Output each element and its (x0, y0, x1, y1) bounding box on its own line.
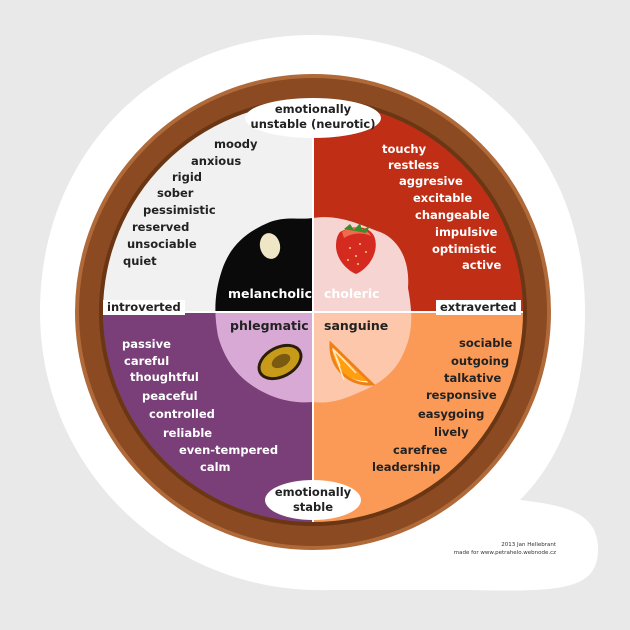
credit-line2: made for www.petrahelo.webnode.cz (453, 550, 556, 556)
pole-top-label: emotionally unstable (neurotic) (243, 102, 383, 132)
label-melancholic: melancholic (228, 286, 312, 301)
wheel-rim-highlight (75, 74, 551, 550)
trait-melancholic: unsociable (127, 237, 197, 251)
pole-bottom-bubble (265, 480, 361, 520)
trait-sanguine: leadership (372, 460, 441, 474)
pole-top-line1: emotionally (274, 102, 352, 116)
trait-phlegmatic: calm (200, 460, 231, 474)
trait-phlegmatic: thoughtful (130, 370, 199, 384)
trait-sanguine: sociable (459, 336, 513, 350)
trait-sanguine: outgoing (451, 354, 510, 368)
trait-choleric: touchy (382, 142, 427, 156)
credit: 2013 Jan Hellebrant made for www.petrahe… (420, 541, 556, 557)
trait-melancholic: anxious (191, 154, 242, 168)
trait-sanguine: responsive (426, 388, 497, 402)
trait-sanguine: carefree (393, 443, 448, 457)
pole-top-line2: unstable (neurotic) (250, 117, 376, 131)
olive-slice-icon (257, 343, 303, 381)
label-choleric: choleric (324, 286, 380, 301)
black-bile-drop-icon (259, 233, 281, 259)
trait-phlegmatic: controlled (149, 407, 215, 421)
label-sanguine: sanguine (324, 318, 389, 333)
trait-choleric: impulsive (435, 225, 498, 239)
strawberry-icon (336, 223, 376, 274)
trait-choleric: changeable (415, 208, 490, 222)
pole-top-bubble (245, 98, 381, 138)
trait-choleric: active (462, 258, 502, 272)
trait-melancholic: moody (214, 137, 258, 151)
orange-slice-icon (329, 340, 376, 386)
trait-melancholic: quiet (123, 254, 157, 268)
pole-bottom-line2: stable (292, 500, 334, 514)
trait-phlegmatic: peaceful (142, 389, 198, 403)
trait-sanguine: lively (434, 425, 469, 439)
trait-choleric: excitable (413, 191, 473, 205)
pole-bottom-label: emotionally stable (253, 485, 373, 515)
trait-melancholic: rigid (172, 170, 203, 184)
trait-sanguine: talkative (444, 371, 502, 385)
trait-sanguine: easygoing (418, 407, 485, 421)
trait-choleric: restless (388, 158, 440, 172)
axis-left-label: introverted (103, 300, 185, 315)
trait-phlegmatic: passive (122, 337, 171, 351)
credit-line1: 2013 Jan Hellebrant (501, 542, 556, 548)
trait-choleric: optimistic (432, 242, 497, 256)
trait-phlegmatic: reliable (163, 426, 213, 440)
trait-melancholic: sober (157, 186, 194, 200)
trait-phlegmatic: careful (124, 354, 170, 368)
trait-phlegmatic: even-tempered (179, 443, 279, 457)
trait-melancholic: pessimistic (143, 203, 216, 217)
pole-bottom-line1: emotionally (274, 485, 352, 499)
axis-right-label: extraverted (436, 300, 521, 315)
label-phlegmatic: phlegmatic (230, 318, 309, 333)
trait-choleric: aggresive (399, 174, 463, 188)
trait-melancholic: reserved (132, 220, 190, 234)
